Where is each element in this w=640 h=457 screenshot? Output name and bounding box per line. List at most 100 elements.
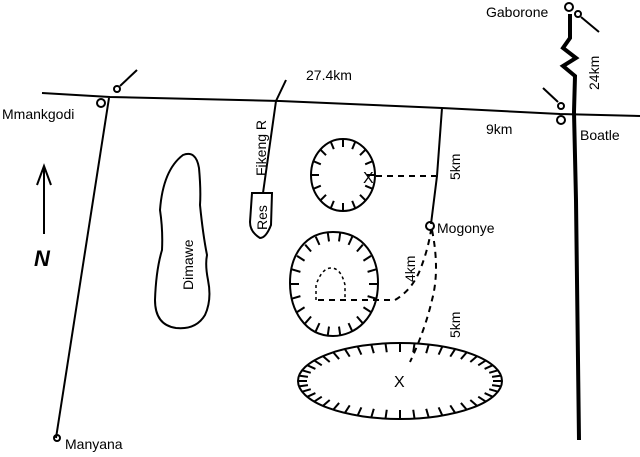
hachure-tick: [313, 395, 323, 403]
hachure-tick: [356, 315, 364, 324]
dimawe-hill: [153, 152, 211, 330]
hachure-tick: [449, 348, 456, 358]
hachure-tick: [304, 244, 312, 253]
hachure-tick: [298, 384, 309, 388]
hachure-tick: [367, 295, 377, 300]
hachure-tick: [362, 255, 372, 262]
hachure-tick: [370, 344, 375, 354]
hachure-tick: [319, 148, 327, 156]
boatle-marker: [556, 115, 566, 125]
hachure-tick: [460, 402, 468, 411]
label-5km-south: 5km: [447, 312, 463, 338]
road-to-manyana: [55, 97, 110, 439]
hachure-tick: [313, 359, 323, 367]
hachure-tick: [364, 160, 373, 166]
mmankgodi-junction-marker: [113, 85, 121, 93]
hachure-tick: [367, 268, 377, 273]
hachure-tick: [329, 200, 335, 209]
hachure-tick: [322, 399, 331, 407]
hachure-tick: [322, 355, 331, 363]
hachure-tick: [359, 148, 367, 156]
north-label: N: [34, 246, 51, 271]
north-arrowhead: [36, 163, 52, 186]
hachure-tick: [425, 344, 430, 354]
hachure-tick: [484, 364, 494, 370]
hachure-tick: [314, 322, 321, 332]
hachure-tick: [477, 359, 487, 367]
label-mogonye: Mogonye: [437, 220, 495, 236]
hachure-tick: [313, 184, 322, 190]
label-fikeng-river: Fikeng R: [253, 120, 269, 176]
hachure-tick: [364, 184, 373, 190]
hachure-tick: [370, 408, 375, 418]
manyana-marker: [53, 434, 61, 442]
hachure-tick: [488, 388, 499, 393]
hachure-tick: [460, 351, 468, 360]
label-manyana: Manyana: [65, 436, 123, 452]
route-dashed: [409, 229, 437, 363]
hachure-tick: [384, 409, 388, 419]
label-24km: 24km: [586, 56, 602, 90]
site-marker-north: X: [363, 170, 374, 187]
hachure-tick: [332, 351, 340, 360]
hachure-tick: [301, 388, 312, 393]
hachure-tick: [437, 346, 444, 356]
pointer-line: [542, 87, 559, 103]
hachure-tick: [326, 232, 331, 242]
hachure-tick: [314, 236, 321, 246]
route-dashed: [318, 229, 432, 301]
hachure-tick: [477, 395, 487, 403]
pointer-line: [119, 69, 138, 87]
label-gaborone: Gaborone: [486, 4, 548, 20]
hachure-tick: [329, 141, 335, 150]
hachure-tick: [362, 306, 372, 313]
label-reservoir: Res: [254, 205, 270, 230]
hachure-tick: [469, 399, 478, 407]
hachure-tick: [384, 343, 388, 353]
pointer-line: [580, 16, 600, 33]
hachure-tick: [491, 384, 502, 388]
label-9km: 9km: [486, 121, 512, 137]
hachure-tick: [351, 200, 357, 209]
hachure-tick: [306, 392, 316, 398]
hachure-tick: [313, 160, 322, 166]
label-27-4km: 27.4km: [306, 67, 352, 83]
label-boatle: Boatle: [580, 127, 620, 143]
hachure-tick: [337, 326, 342, 336]
label-mmankgodi: Mmankgodi: [2, 106, 74, 122]
hachure-tick: [332, 402, 340, 411]
hachure-tick: [412, 409, 416, 419]
site-marker-south: X: [394, 374, 405, 391]
hachure-tick: [412, 343, 416, 353]
mmankgodi-marker: [96, 98, 106, 108]
gaborone-junction-marker: [574, 10, 582, 18]
hachure-tick: [356, 406, 363, 416]
hachure-tick: [301, 369, 312, 374]
label-5km-north: 5km: [447, 154, 463, 180]
hachure-tick: [469, 355, 478, 363]
hachure-tick: [319, 194, 327, 202]
hachure-tick: [437, 406, 444, 416]
hachure-tick: [304, 315, 312, 324]
hachure-tick: [326, 326, 331, 336]
hachure-tick: [344, 348, 351, 358]
reservoir: [248, 192, 274, 240]
road-to-mogonye: [430, 107, 443, 225]
hachure-tick: [359, 194, 367, 202]
label-4km: 4km: [402, 256, 418, 282]
fikeng-river: [262, 79, 287, 194]
hachure-tick: [347, 322, 354, 332]
hachure-tick: [449, 404, 456, 414]
hachure-tick: [344, 404, 351, 414]
hachures: [290, 139, 502, 419]
label-dimawe: Dimawe: [180, 239, 196, 290]
boatle-junction-marker: [557, 102, 565, 110]
hachure-tick: [291, 295, 301, 300]
gaborone-boatle-road: [559, 14, 581, 441]
hill-horseshoe: [288, 230, 380, 338]
hachure-tick: [488, 369, 499, 374]
hachure-tick: [484, 392, 494, 398]
